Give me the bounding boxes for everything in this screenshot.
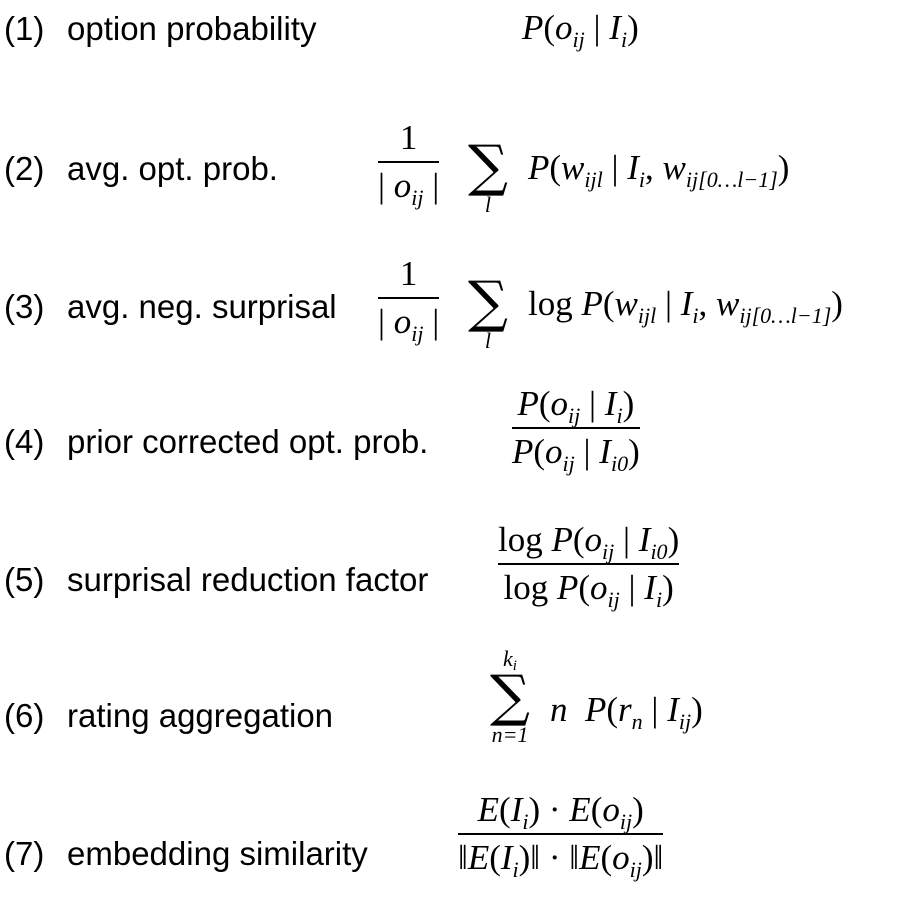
row-label: surprisal reduction factor [67,561,429,598]
equation-number: (6) [4,697,45,734]
summation: ∑ l [468,270,508,353]
formula-option-probability: P(oij | Ii) [522,8,639,52]
row-label: prior corrected opt. prob. [67,423,429,460]
fraction-bar [512,427,640,429]
numerator: 1 [399,254,418,293]
summation-rating: ki ∑ n=1 [490,648,530,746]
denominator: P(oij | Ii0) [512,432,640,476]
sum-upper-limit: ki [503,646,517,674]
fraction-one-over-length: 1 | oij | [378,254,440,346]
equation-number: (5) [4,561,45,598]
fraction-prior-corrected: P(oij | Ii) P(oij | Ii0) [512,384,640,476]
row-label: option probability [67,10,317,47]
denominator: | oij | [378,302,440,346]
formula-rating-aggregation-body: n P(rn | Iij) [550,690,703,734]
fraction-bar [378,297,440,299]
sigma-symbol: ∑ [468,134,508,199]
equation-number: (7) [4,835,45,872]
row-label: avg. neg. surprisal [67,288,337,325]
fraction-bar [458,833,664,835]
fraction-bar [498,563,680,565]
sigma-symbol: ∑ [490,664,530,729]
sigma-symbol: ∑ [468,270,508,335]
fraction-one-over-length: 1 | oij | [378,118,440,210]
log-operator: log [503,568,549,607]
denominator: ‖E(Ii)‖ · ‖E(oij)‖ [458,838,664,882]
denominator: log P(oij | Ii) [503,568,674,612]
log-operator: log [528,284,573,323]
equation-number: (4) [4,423,45,460]
row-label: rating aggregation [67,697,334,734]
equation-number: (2) [4,150,45,187]
fraction-surprisal-reduction: log P(oij | Ii0) log P(oij | Ii) [498,520,680,612]
summation: ∑ l [468,134,508,217]
numerator: 1 [399,118,418,157]
equation-number: (3) [4,288,45,325]
log-operator: log [498,520,543,559]
sum-index: l [484,192,492,217]
fraction-embedding-similarity: E(Ii) · E(oij) ‖E(Ii)‖ · ‖E(oij)‖ [458,790,664,882]
row-label: embedding similarity [67,835,368,872]
formula-avg-neg-surprisal-body: log P(wijl | Ii, wij[0…l−1]) [528,284,843,328]
equation-number: (1) [4,10,45,47]
numerator: E(Ii) · E(oij) [477,790,644,834]
denominator: | oij | [378,166,440,210]
sum-index: l [484,328,492,353]
sum-lower-limit: n=1 [491,722,529,747]
fraction-bar [378,161,440,163]
numerator: P(oij | Ii) [517,384,635,428]
formula-avg-opt-prob-body: P(wijl | Ii, wij[0…l−1]) [528,148,790,192]
numerator: log P(oij | Ii0) [498,520,680,564]
row-label: avg. opt. prob. [67,150,278,187]
